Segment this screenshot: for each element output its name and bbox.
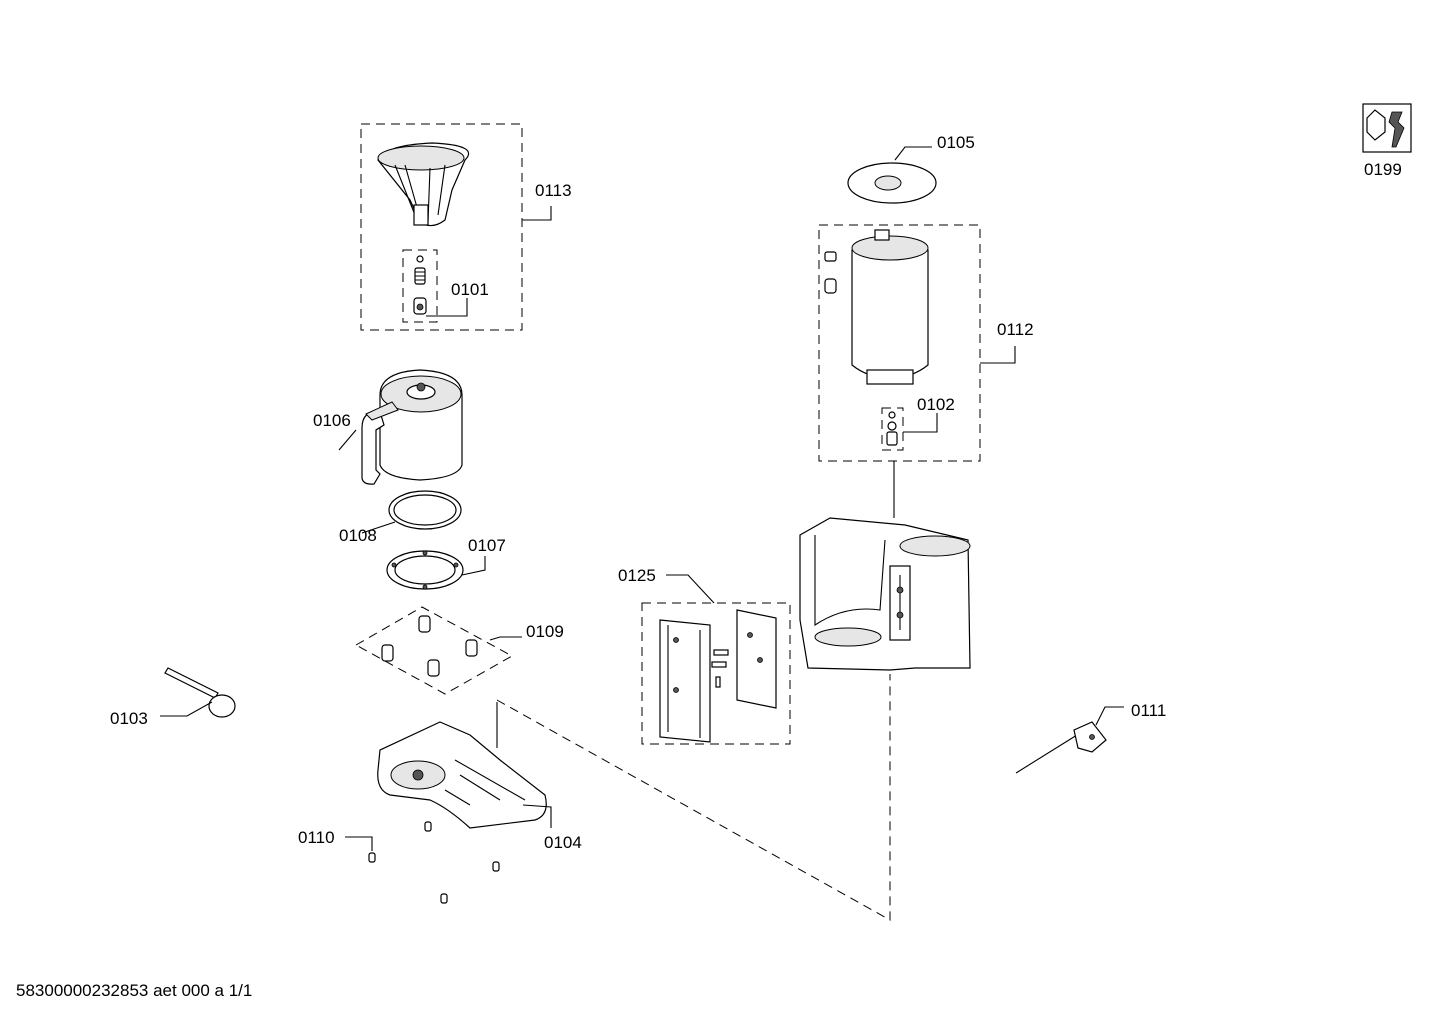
- filter-holder-group: 0113 0101: [360, 123, 572, 331]
- label-0110: 0110: [298, 828, 335, 847]
- document-id-footer: 58300000232853 aet 000 a 1/1: [16, 981, 253, 1000]
- small-clips[interactable]: [824, 251, 837, 294]
- label-0111: 0111: [1131, 701, 1166, 720]
- tank-valve-parts[interactable]: [886, 411, 898, 446]
- label-0112: 0112: [997, 320, 1034, 339]
- label-0106: 0106: [313, 411, 351, 430]
- label-0104: 0104: [544, 833, 582, 852]
- wrench-icon[interactable]: [1362, 103, 1412, 153]
- power-cord-part[interactable]: [1015, 721, 1107, 774]
- circuit-board-part[interactable]: [736, 609, 777, 709]
- housing-part[interactable]: [799, 517, 971, 671]
- electronics-group: 0125: [618, 566, 791, 745]
- screw-small-parts[interactable]: [711, 649, 729, 688]
- control-module-part[interactable]: [659, 619, 711, 743]
- label-0113: 0113: [535, 181, 572, 200]
- seal-ring-part[interactable]: [388, 490, 462, 530]
- valve-parts[interactable]: [413, 255, 427, 315]
- screw-parts[interactable]: [368, 821, 500, 904]
- lid-part[interactable]: [847, 162, 937, 204]
- label-0105: 0105: [937, 133, 975, 152]
- label-0102: 0102: [917, 395, 955, 414]
- label-0109: 0109: [526, 622, 564, 641]
- water-tank-part[interactable]: [851, 229, 929, 385]
- feet-parts[interactable]: [381, 615, 478, 677]
- water-tank-group: 0112 0102: [818, 224, 1034, 462]
- label-0108: 0108: [339, 526, 377, 545]
- measuring-spoon-part[interactable]: [164, 667, 236, 718]
- filter-funnel-part[interactable]: [377, 142, 470, 227]
- label-0107: 0107: [468, 536, 506, 555]
- label-0199: 0199: [1364, 160, 1402, 179]
- label-0125: 0125: [618, 566, 656, 585]
- feet-set-group: 0109: [354, 606, 564, 695]
- gasket-part[interactable]: [386, 550, 464, 590]
- label-0101: 0101: [451, 280, 489, 299]
- jug-part[interactable]: [361, 369, 463, 485]
- base-part[interactable]: [377, 721, 547, 829]
- label-0103: 0103: [110, 709, 148, 728]
